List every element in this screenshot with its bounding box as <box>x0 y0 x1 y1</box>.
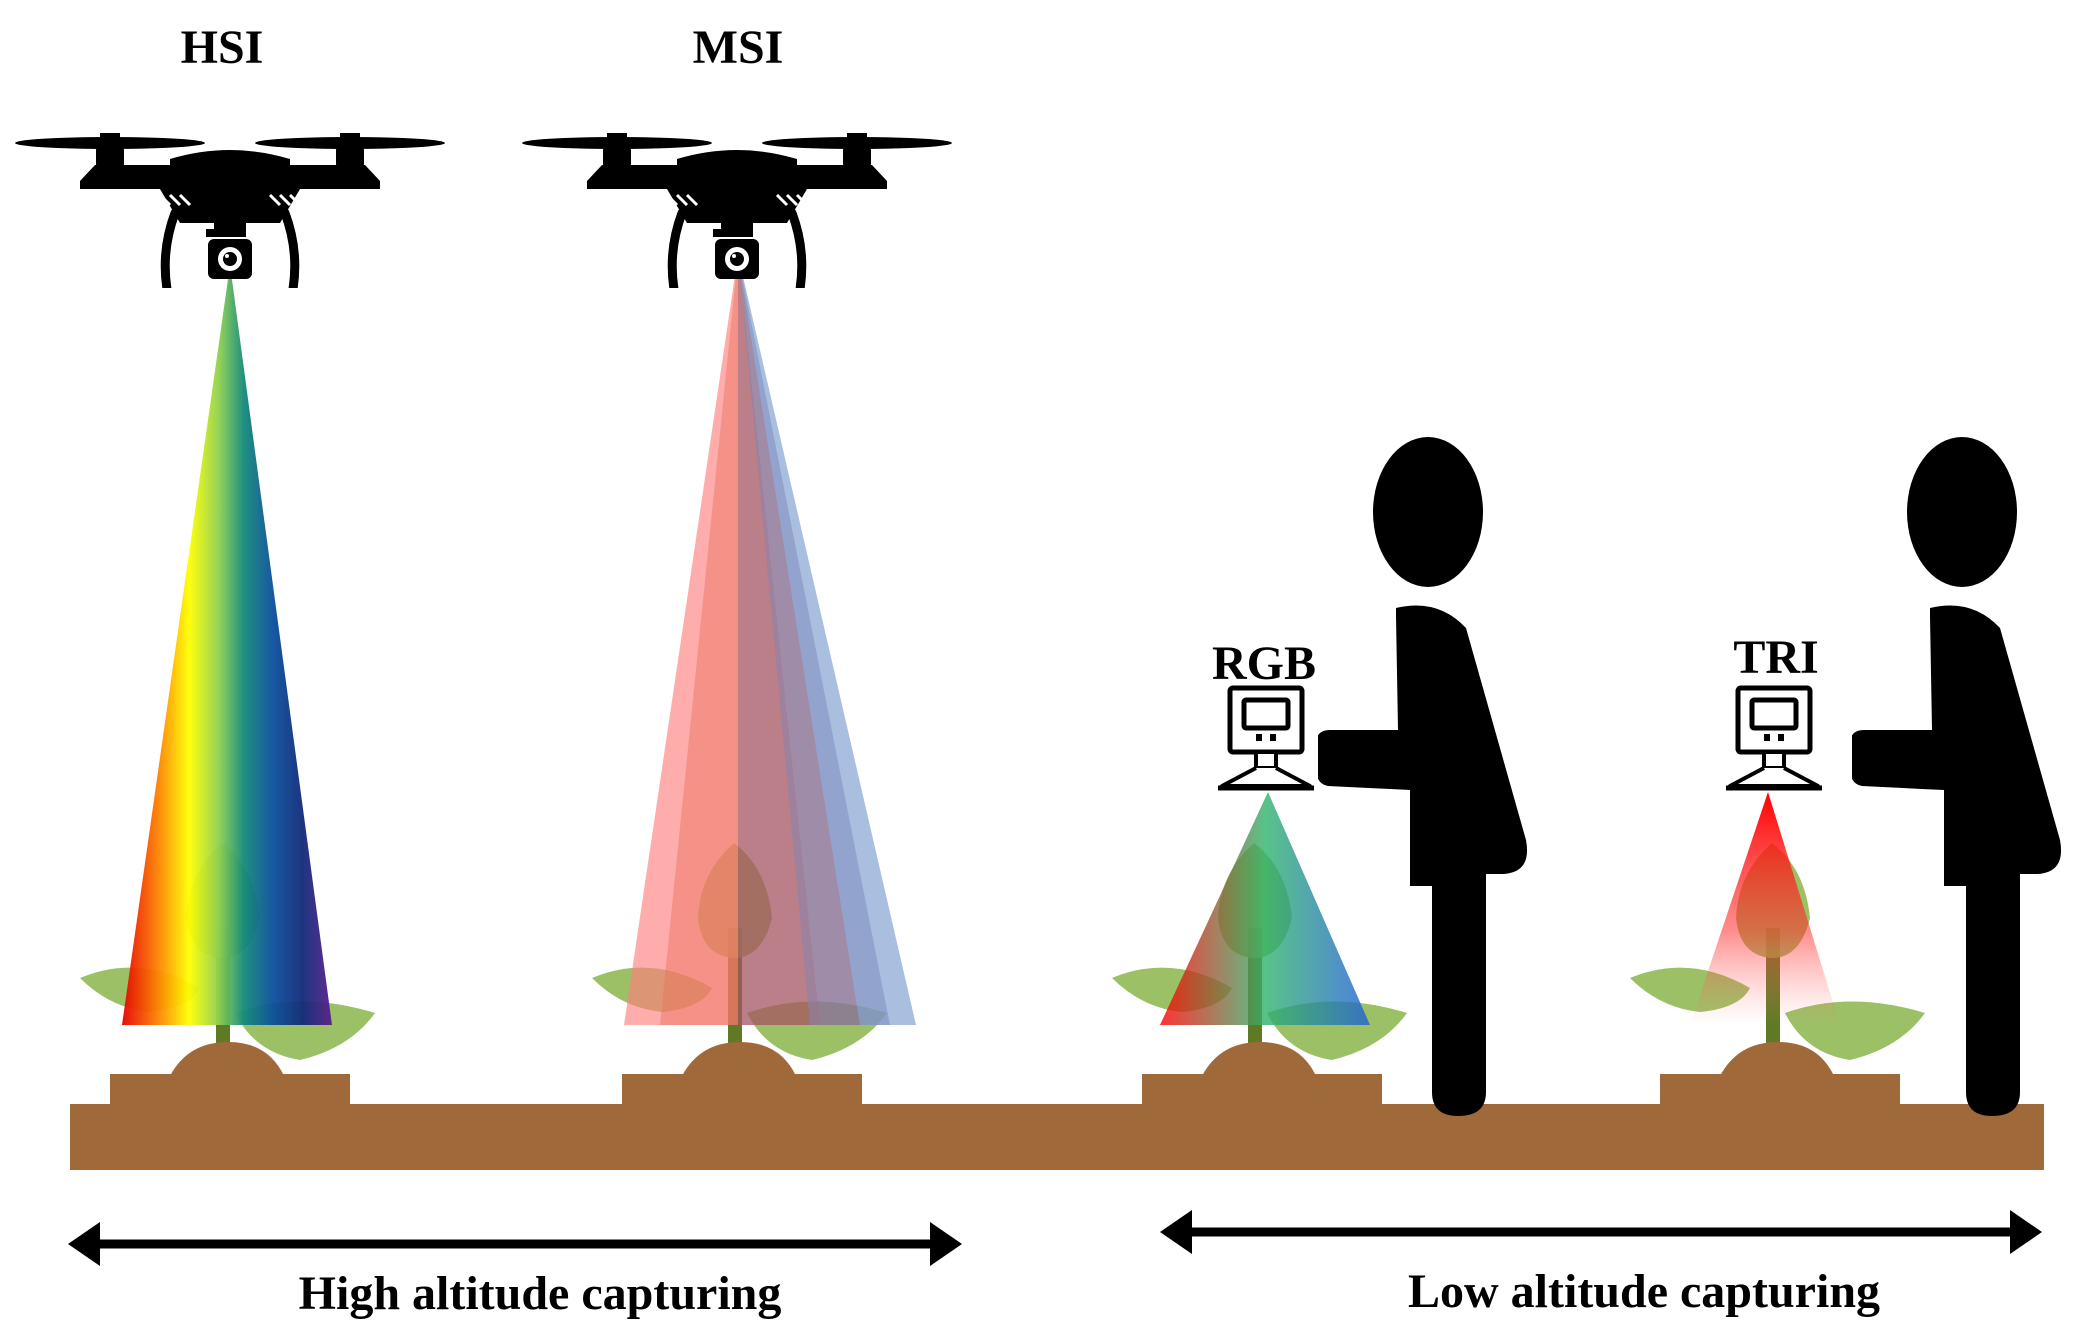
tri-beam <box>1690 792 1840 1025</box>
rgb-label: RGB <box>1211 637 1317 690</box>
msi-beam <box>624 255 916 1025</box>
rgb-beam <box>1160 792 1370 1025</box>
handheld-camera-tri-icon <box>1726 688 1822 788</box>
hsi-beam <box>122 265 332 1025</box>
msi-label: MSI <box>692 21 784 74</box>
hsi-label: HSI <box>180 21 264 74</box>
high-altitude-label: High altitude capturing <box>298 1267 782 1320</box>
tri-label: TRI <box>1733 631 1819 684</box>
drone-msi-icon <box>522 133 952 295</box>
ground-soil <box>70 1104 2044 1170</box>
high-altitude-arrow <box>68 1222 962 1266</box>
drone-hsi-icon <box>15 133 445 295</box>
low-altitude-label: Low altitude capturing <box>1407 1265 1881 1318</box>
low-altitude-arrow <box>1160 1210 2042 1254</box>
handheld-camera-rgb-icon <box>1218 688 1314 788</box>
